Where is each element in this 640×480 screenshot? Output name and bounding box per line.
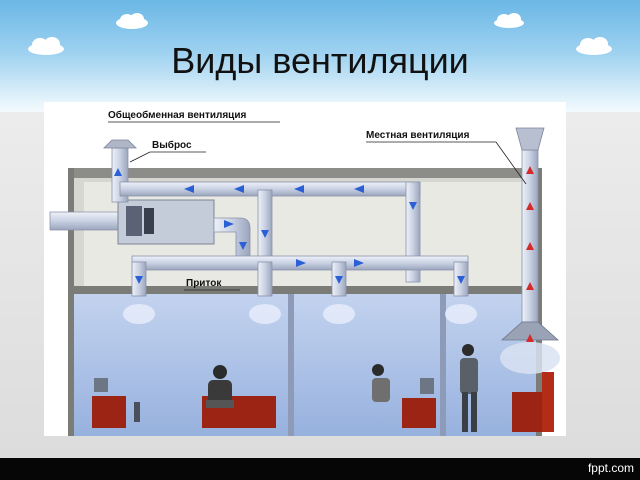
monitor <box>420 378 434 394</box>
red-flow-arrows <box>526 166 534 342</box>
flow-arrow <box>296 259 306 267</box>
chair <box>206 400 234 408</box>
person <box>462 392 468 432</box>
flow-arrow <box>526 334 534 342</box>
supply-drop <box>257 261 273 297</box>
roof-slab <box>68 168 542 178</box>
footer-bar <box>0 458 640 480</box>
person <box>471 392 477 432</box>
desk <box>92 396 126 428</box>
unit-fan-grille <box>144 208 154 234</box>
flow-arrow <box>261 230 269 238</box>
flow-arrow <box>354 185 364 193</box>
partition-wall <box>288 294 294 436</box>
flow-arrow <box>526 166 534 174</box>
blue-flow-arrows <box>114 168 465 284</box>
exhaust-cap <box>103 139 137 149</box>
brand-mark: fppt.com <box>587 461 634 475</box>
flow-arrow <box>457 276 465 284</box>
leader-line <box>129 151 151 163</box>
local-exhaust-hood <box>500 321 560 341</box>
flow-arrow <box>135 276 143 284</box>
monitor <box>94 378 108 392</box>
flow-arrow <box>224 220 234 228</box>
local-exhaust-top <box>515 127 545 151</box>
partition-wall <box>440 294 446 436</box>
ceiling-slab <box>68 286 542 294</box>
supply-air-flow <box>123 304 155 324</box>
flow-arrow <box>526 202 534 210</box>
person <box>208 380 232 404</box>
label-general-ventilation: Общеобменная вентиляция <box>108 109 246 121</box>
person <box>213 365 227 379</box>
intake-pipe <box>49 211 119 231</box>
left-outer-wall <box>68 168 74 436</box>
flow-arrow <box>184 185 194 193</box>
right-outer-wall <box>536 168 542 436</box>
flow-arrow <box>335 276 343 284</box>
flow-arrow <box>239 242 247 250</box>
person <box>372 364 384 376</box>
label-local-ventilation: Местная вентиляция <box>366 130 470 141</box>
person <box>372 378 390 402</box>
flow-arrow <box>526 282 534 290</box>
label-supply: Приток <box>186 278 222 289</box>
leader-line <box>495 141 527 185</box>
slide-title: Виды вентиляции <box>171 40 469 81</box>
unit-fan-grille <box>126 206 142 236</box>
cloud-icon <box>576 37 612 55</box>
supply-air-flow <box>445 304 477 324</box>
ventilation-diagram: Общеобменная вентиляция Выброс Местная в… <box>44 102 566 436</box>
sky-background <box>0 0 640 120</box>
local-exhaust-duct <box>521 149 539 323</box>
workbench <box>512 392 542 432</box>
flow-arrow <box>114 168 122 176</box>
person <box>460 358 478 394</box>
workbench <box>542 372 554 432</box>
supply-duct-elbow <box>213 217 251 263</box>
flow-arrow <box>234 185 244 193</box>
flow-arrow <box>294 185 304 193</box>
person <box>462 344 474 356</box>
chair <box>134 402 140 422</box>
desk <box>402 398 436 428</box>
supply-air-flow <box>249 304 281 324</box>
cloud-icon <box>494 13 524 28</box>
supply-air-flow <box>323 304 355 324</box>
cloud-icon <box>28 37 64 55</box>
label-exhaust: Выброс <box>152 139 192 151</box>
flow-arrow <box>526 242 534 250</box>
flow-arrow <box>409 202 417 210</box>
cloud-icon <box>116 13 148 29</box>
local-exhaust-smoke <box>500 342 560 374</box>
flow-arrow <box>354 259 364 267</box>
